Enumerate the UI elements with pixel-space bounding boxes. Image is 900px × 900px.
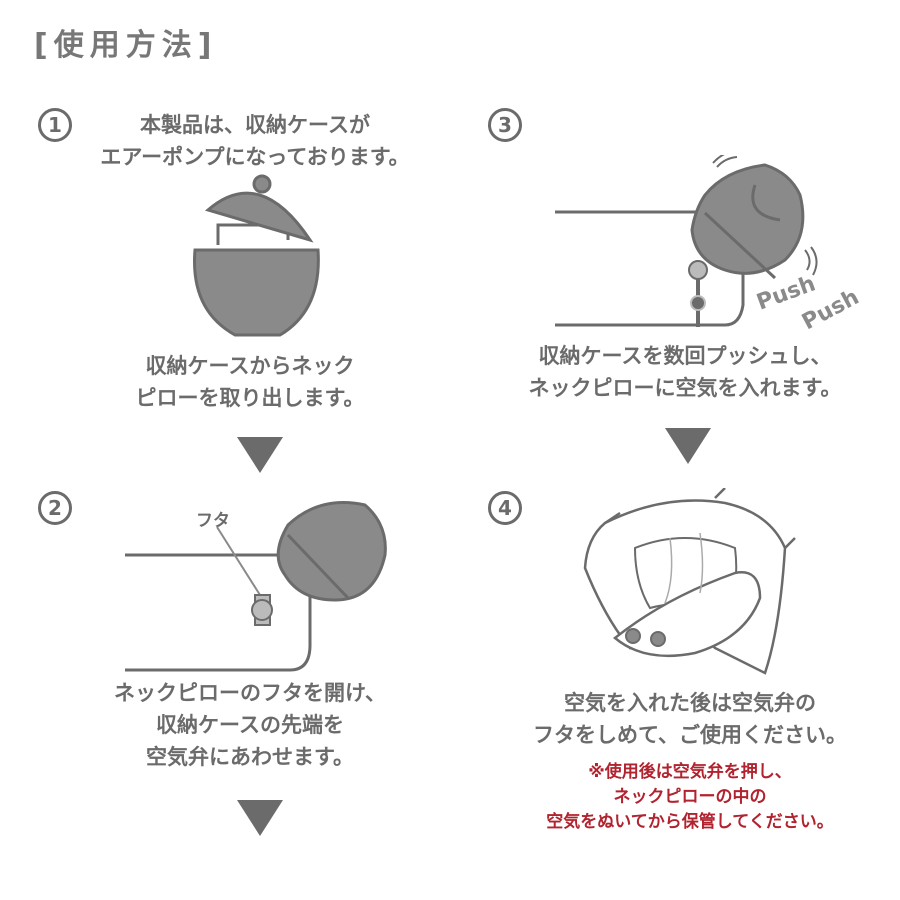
arrow-down-icon — [237, 437, 283, 473]
step-3-caption-line: ネックピローに空気を入れます。 — [528, 376, 842, 400]
step-1-intro-line: 本製品は、収納ケースが — [140, 113, 370, 137]
storage-warning: ※使用後は空気弁を押し、 ネックピローの中の 空気をぬいてから保管してください。 — [490, 760, 890, 835]
step-3-caption-line: 収納ケースを数回プッシュし、 — [538, 344, 832, 368]
step-1-number: 1 — [38, 108, 72, 142]
step-4-caption-line: フタをしめて、ご使用ください。 — [533, 723, 847, 747]
step-2-caption-line: 空気弁にあわせます。 — [146, 745, 354, 769]
warning-line: ネックピローの中の — [613, 787, 767, 807]
lid-label: フタ — [196, 511, 230, 531]
step-1-caption: 収納ケースからネック ピローを取り出します。 — [55, 350, 445, 414]
step-1-caption-line: 収納ケースからネック — [145, 354, 355, 378]
warning-line: 空気をぬいてから保管してください。 — [546, 812, 834, 832]
step-3-caption: 収納ケースを数回プッシュし、 ネックピローに空気を入れます。 — [485, 340, 885, 404]
step-4-caption-line: 空気を入れた後は空気弁の — [564, 691, 816, 715]
step-4-caption: 空気を入れた後は空気弁の フタをしめて、ご使用ください。 — [490, 687, 890, 751]
neck-pillow-illustration — [583, 488, 796, 675]
step-2-caption: ネックピローのフタを開け、 収納ケースの先端を 空気弁にあわせます。 — [50, 677, 450, 773]
step-1-caption-line: ピローを取り出します。 — [135, 386, 365, 410]
page-title: [使用方法] — [34, 28, 218, 63]
valve-attach-illustration — [125, 501, 387, 672]
arrow-down-icon — [665, 428, 711, 464]
step-4-number: 4 — [488, 491, 522, 525]
step-2-caption-line: ネックピローのフタを開け、 — [114, 681, 386, 705]
case-open-illustration — [193, 174, 320, 337]
arrow-down-icon — [237, 800, 283, 836]
step-2-caption-line: 収納ケースの先端を — [156, 713, 344, 737]
step-1-intro-line: エアーポンプになっております。 — [100, 145, 410, 169]
warning-line: ※使用後は空気弁を押し、 — [588, 762, 792, 782]
pump-push-illustration: Push Push — [555, 155, 863, 335]
step-2-number: 2 — [38, 491, 72, 525]
step-3-number: 3 — [488, 108, 522, 142]
step-1-intro: 本製品は、収納ケースが エアーポンプになっております。 — [60, 109, 450, 173]
